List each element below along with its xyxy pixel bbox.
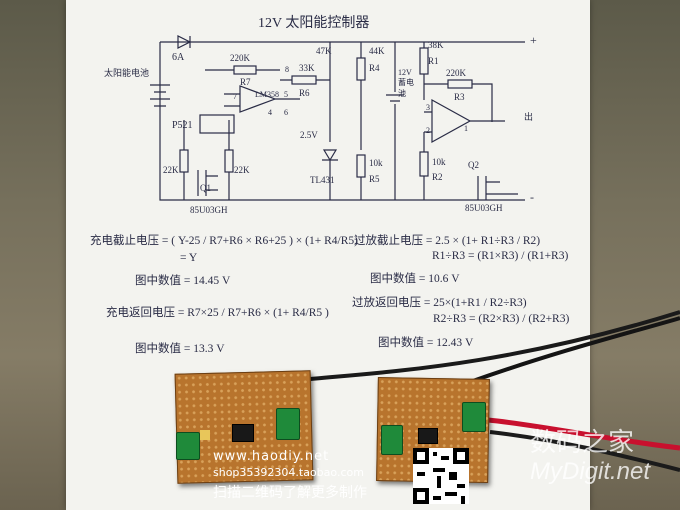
- charge-return-value: 图中数值 = 13.3 V: [135, 343, 225, 355]
- r22k-left-label: 22K: [163, 165, 179, 175]
- r4-name: R4: [369, 63, 380, 73]
- r7-name: R7: [240, 77, 251, 87]
- solar-cell-label: 太阳能电池: [104, 68, 150, 78]
- charge-cutoff-formula: 充电截止电压 = ( Y-25 / R7+R6 × R6+25 ) × (1+ …: [90, 235, 358, 247]
- ref-voltage-label: 2.5V: [300, 130, 318, 140]
- pin-1-label: 1: [464, 124, 468, 133]
- charge-cutoff-value: 图中数值 = 14.45 V: [135, 275, 231, 287]
- tl431-label: TL431: [310, 175, 335, 185]
- pin-2-label: 2: [426, 126, 430, 135]
- q2-label: Q2: [468, 160, 479, 170]
- r4-value: 44K: [369, 46, 385, 56]
- schematic-title: 12V 太阳能控制器: [258, 16, 370, 31]
- r1-name: R1: [428, 56, 439, 66]
- r7-value: 220K: [230, 53, 250, 63]
- r6-name: R6: [299, 88, 310, 98]
- mosfet-left-label: 85U03GH: [190, 205, 228, 215]
- r5-name: R5: [369, 174, 380, 184]
- lm358-label: LM358: [255, 90, 279, 99]
- overdischarge-return-value: 图中数值 = 12.43 V: [378, 337, 474, 349]
- footer-slogan: 扫描二维码了解更多制作: [213, 485, 367, 501]
- pin-8-label: 8: [285, 65, 289, 74]
- charge-return-formula: 充电返回电压 = R7×25 / R7+R6 × (1+ R4/R5 ): [106, 307, 329, 319]
- r6-value: 33K: [299, 63, 315, 73]
- watermark-en: MyDigit.net: [530, 458, 651, 485]
- pin-4-label: 4: [268, 108, 272, 117]
- fuse-label: 6A: [172, 52, 185, 63]
- watermark-cn: 数码之家: [530, 427, 635, 457]
- pin-5-label: 5: [284, 90, 288, 99]
- ic-chip-left: [232, 424, 254, 442]
- mosfet-right-label: 85U03GH: [465, 203, 503, 213]
- footer-shop: shop35392304.taobao.com: [213, 466, 364, 479]
- pin-3-label: 3: [426, 103, 430, 112]
- terminal-block-right-2: [462, 402, 486, 432]
- qr-code: [413, 448, 469, 504]
- ic-chip-right: [418, 428, 438, 444]
- output-label: 出: [524, 112, 534, 122]
- r5-value: 10k: [369, 158, 383, 168]
- terminal-block-left-2: [276, 408, 300, 440]
- r1-value: 38K: [428, 40, 444, 50]
- terminal-block-left-1: [176, 432, 200, 460]
- r2-name: R2: [432, 172, 443, 182]
- capacitor-left: [200, 430, 210, 440]
- overdischarge-return-parallel: R2÷R3 = (R2×R3) / (R2+R3): [433, 313, 570, 325]
- overdischarge-cutoff-value: 图中数值 = 10.6 V: [370, 273, 460, 285]
- r3-value: 220K: [446, 68, 466, 78]
- pin-7-label: 7: [233, 92, 237, 101]
- minus-terminal-label: -: [530, 190, 534, 204]
- overdischarge-cutoff-parallel: R1÷R3 = (R1×R3) / (R1+R3): [432, 250, 569, 262]
- r3-name: R3: [454, 92, 465, 102]
- led-label: P521: [172, 120, 193, 131]
- plus-terminal-label: +: [530, 33, 537, 47]
- pin-6-label: 6: [284, 108, 288, 117]
- overdischarge-return-formula: 过放返回电压 = 25×(1+R1 / R2÷R3): [352, 297, 527, 309]
- q1-label: Q1: [200, 183, 211, 193]
- battery-label: 12V 蓄电池: [398, 68, 414, 98]
- overdischarge-cutoff-formula: 过放截止电压 = 2.5 × (1+ R1÷R3 / R2): [354, 235, 541, 247]
- r22k-right-label: 22K: [234, 165, 250, 175]
- r47k-label: 47K: [316, 46, 332, 56]
- terminal-block-right-1: [381, 425, 403, 455]
- charge-cutoff-result: = Y: [180, 252, 198, 264]
- footer-url: www.haodiy.net: [213, 449, 330, 464]
- r2-value: 10k: [432, 157, 446, 167]
